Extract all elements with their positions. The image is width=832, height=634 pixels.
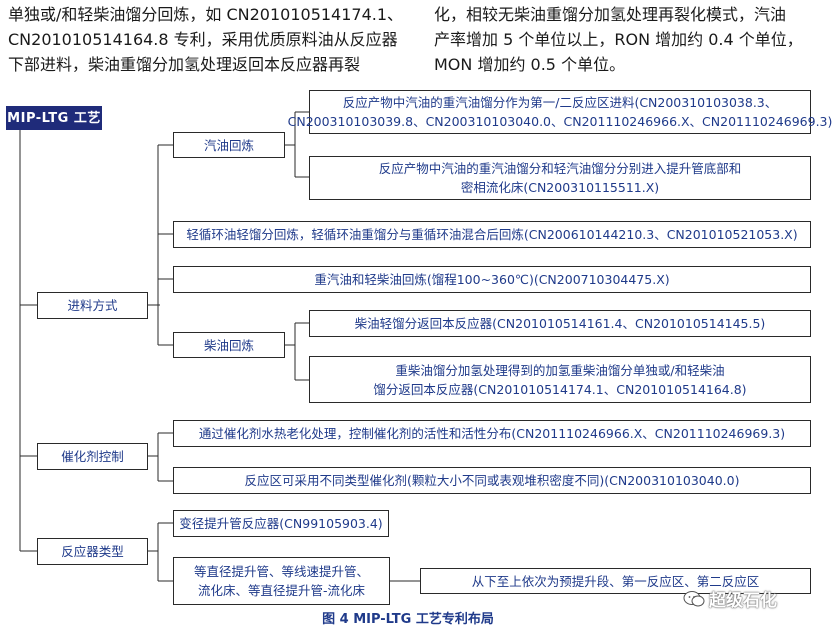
catalyst-item-1-label: 通过催化剂水热老化处理，控制催化剂的活性和活性分布(CN201110246966…: [198, 426, 786, 441]
right-text-line: 化，相较无柴油重馏分加氢处理再裂化模式，汽油: [434, 5, 787, 24]
root-node-mip-ltg: MIP-LTG 工艺: [6, 106, 102, 130]
reactor-item-1-label: 变径提升管反应器(CN99105903.4): [179, 516, 383, 531]
catalyst-control-label: 催化剂控制: [61, 449, 124, 464]
reactor-type-item-1: 变径提升管反应器(CN99105903.4): [173, 510, 389, 537]
gasoline-recycle-item-2: 反应产物中汽油的重汽油馏分和轻汽油馏分分别进入提升管底部和 密相流化床(CN20…: [309, 156, 811, 200]
left-text-line: 单独或/和轻柴油馏分回炼，如 CN201010514174.1、: [8, 5, 404, 24]
gasoline-item-1-line-1: 反应产物中汽油的重汽油馏分作为第一/二反应区进料(CN200310103038.…: [342, 95, 778, 110]
root-node-label: MIP-LTG 工艺: [7, 110, 101, 126]
gasoline-item-2-line-1: 反应产物中汽油的重汽油馏分和轻汽油馏分分别进入提升管底部和: [378, 161, 742, 176]
light-cycle-oil-label: 轻循环油轻馏分回炼，轻循环油重馏分与重循环油混合后回炼(CN2006101442…: [186, 227, 798, 242]
left-text-line: 下部进料，柴油重馏分加氢处理返回本反应器再裂: [8, 55, 361, 74]
diesel-recycle-item-2: 重柴油馏分加氢处理得到的加氢重柴油馏分单独或/和轻柴油 馏分返回本反应器(CN2…: [309, 356, 811, 403]
watermark: 超级石化: [683, 586, 777, 611]
left-text-line: CN201010514164.8 专利，采用优质原料油从反应器: [8, 30, 398, 49]
gasoline-item-2-line-2: 密相流化床(CN200310115511.X): [460, 180, 660, 195]
catalyst-control-item-2: 反应区可采用不同类型催化剂(颗粒大小不同或表观堆积密度不同)(CN2003101…: [173, 467, 811, 494]
diesel-item-2-line-2: 馏分返回本反应器(CN201010514174.1、CN201010514164…: [373, 381, 747, 397]
diesel-item-2-line-1: 重柴油馏分加氢处理得到的加氢重柴油馏分单独或/和轻柴油: [395, 362, 725, 378]
diesel-recycle-item-1: 柴油轻馏分返回本反应器(CN201010514161.4、CN201010514…: [309, 310, 811, 337]
right-text-line: 产率增加 5 个单位以上，RON 增加约 0.4 个单位，: [434, 30, 803, 49]
catalyst-control-node: 催化剂控制: [37, 443, 148, 470]
catalyst-item-2-label: 反应区可采用不同类型催化剂(颗粒大小不同或表观堆积密度不同)(CN2003101…: [244, 473, 740, 488]
gasoline-recycle-label: 汽油回炼: [203, 137, 254, 153]
reactor-item-2-line-2: 流化床、等直径提升管-流化床: [197, 583, 365, 598]
wechat-icon: [683, 590, 705, 606]
gasoline-recycle-node: 汽油回炼: [173, 132, 285, 158]
diesel-recycle-node: 柴油回炼: [173, 332, 285, 358]
reactor-type-label: 反应器类型: [61, 544, 124, 559]
feed-mode-node: 进料方式: [37, 292, 148, 319]
reactor-type-item-2-detail: 从下至上依次为预提升段、第一反应区、第二反应区: [420, 568, 811, 594]
reactor-type-item-2: 等直径提升管、等线速提升管、 流化床、等直径提升管-流化床: [173, 557, 390, 605]
light-cycle-oil-node: 轻循环油轻馏分回炼，轻循环油重馏分与重循环油混合后回炼(CN2006101442…: [173, 221, 811, 248]
heavy-gasoline-light-diesel-label: 重汽油和轻柴油回炼(馏程100~360℃)(CN200710304475.X): [314, 272, 670, 287]
right-text-line: MON 增加约 0.5 个单位。: [434, 55, 626, 74]
feed-mode-label: 进料方式: [67, 298, 118, 313]
diesel-item-1-label: 柴油轻馏分返回本反应器(CN201010514161.4、CN201010514…: [354, 316, 766, 331]
reactor-detail-label: 从下至上依次为预提升段、第一反应区、第二反应区: [471, 573, 760, 589]
right-text-column: 化，相较无柴油重馏分加氢处理再裂化模式，汽油 产率增加 5 个单位以上，RON …: [434, 2, 814, 77]
left-text-column: 单独或/和轻柴油馏分回炼，如 CN201010514174.1、 CN20101…: [8, 2, 404, 77]
heavy-gasoline-light-diesel-node: 重汽油和轻柴油回炼(馏程100~360℃)(CN200710304475.X): [173, 266, 811, 293]
gasoline-item-1-line-2: CN200310103039.8、CN200310103040.0、CN2011…: [287, 114, 832, 129]
gasoline-recycle-item-1: 反应产物中汽油的重汽油馏分作为第一/二反应区进料(CN200310103038.…: [288, 90, 832, 134]
figure-caption: 图 4 MIP-LTG 工艺专利布局: [322, 612, 494, 627]
diesel-recycle-label: 柴油回炼: [203, 337, 254, 353]
catalyst-control-item-1: 通过催化剂水热老化处理，控制催化剂的活性和活性分布(CN201110246966…: [173, 420, 811, 447]
watermark-label: 超级石化: [709, 591, 777, 611]
reactor-type-node: 反应器类型: [37, 538, 148, 565]
reactor-item-2-line-1: 等直径提升管、等线速提升管、: [193, 564, 369, 579]
